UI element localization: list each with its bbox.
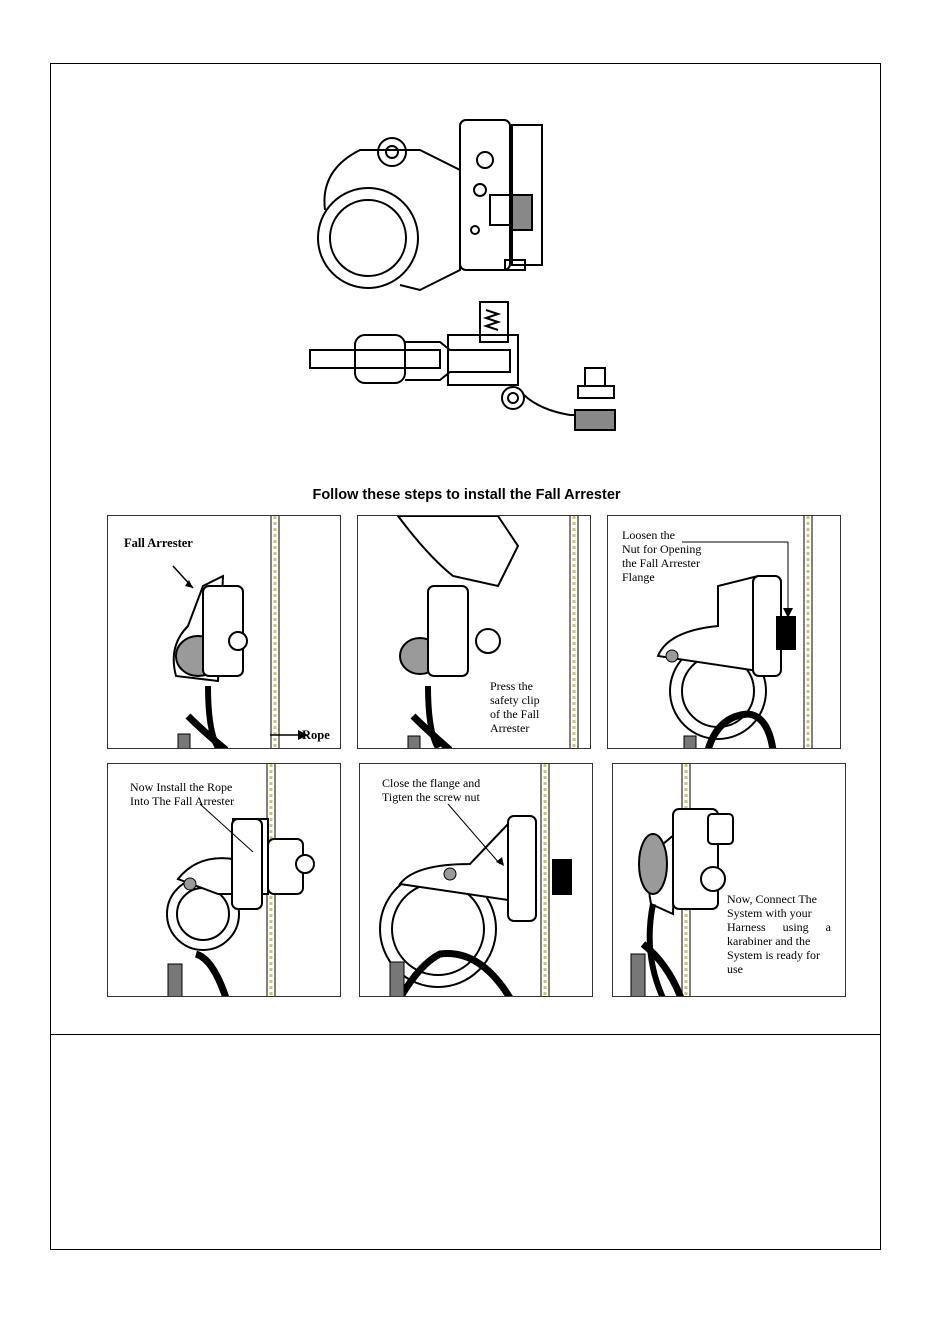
step-6-line-3: Harness using a <box>727 920 837 934</box>
section-divider <box>50 1034 881 1035</box>
step-1-illustration <box>108 516 341 749</box>
step-2-line-4: Arrester <box>490 721 540 735</box>
rope-label: Rope <box>302 728 330 742</box>
step-4-panel: Now Install the Rope Into The Fall Arres… <box>107 763 341 997</box>
fall-arrester-technical-drawing <box>300 110 660 440</box>
step-4-line-2: Into The Fall Arrester <box>130 794 234 808</box>
step-6-line-1: Now, Connect The <box>727 892 837 906</box>
step-5-caption: Close the flange and Tigten the screw nu… <box>382 776 480 804</box>
step-2-panel: Press the safety clip of the Fall Arrest… <box>357 515 591 749</box>
step-2-line-1: Press the <box>490 679 540 693</box>
step-3-line-1: Loosen the <box>622 528 701 542</box>
step-2-line-2: safety clip <box>490 693 540 707</box>
step-2-illustration <box>358 516 591 749</box>
step-4-caption: Now Install the Rope Into The Fall Arres… <box>130 780 234 808</box>
step-6-line-5: System is ready for <box>727 948 837 962</box>
step-2-line-3: of the Fall <box>490 707 540 721</box>
instructions-heading: Follow these steps to install the Fall A… <box>0 487 933 503</box>
step-1-panel: Fall Arrester Rope <box>107 515 341 749</box>
step-2-caption: Press the safety clip of the Fall Arrest… <box>490 679 540 735</box>
step-3-caption: Loosen the Nut for Opening the Fall Arre… <box>622 528 701 584</box>
fall-arrester-label: Fall Arrester <box>124 536 193 550</box>
step-4-line-1: Now Install the Rope <box>130 780 234 794</box>
step-5-line-2: Tigten the screw nut <box>382 790 480 804</box>
step-6-line-6: use <box>727 962 837 976</box>
step-5-panel: Close the flange and Tigten the screw nu… <box>359 763 593 997</box>
step-5-line-1: Close the flange and <box>382 776 480 790</box>
step-3-line-4: Flange <box>622 570 701 584</box>
step-3-line-2: Nut for Opening <box>622 542 701 556</box>
step-3-panel: Loosen the Nut for Opening the Fall Arre… <box>607 515 841 749</box>
step-6-caption: Now, Connect The System with your Harnes… <box>727 892 837 976</box>
step-3-line-3: the Fall Arrester <box>622 556 701 570</box>
step-6-panel: Now, Connect The System with your Harnes… <box>612 763 846 997</box>
step-6-line-2: System with your <box>727 906 837 920</box>
step-6-line-4: karabiner and the <box>727 934 837 948</box>
